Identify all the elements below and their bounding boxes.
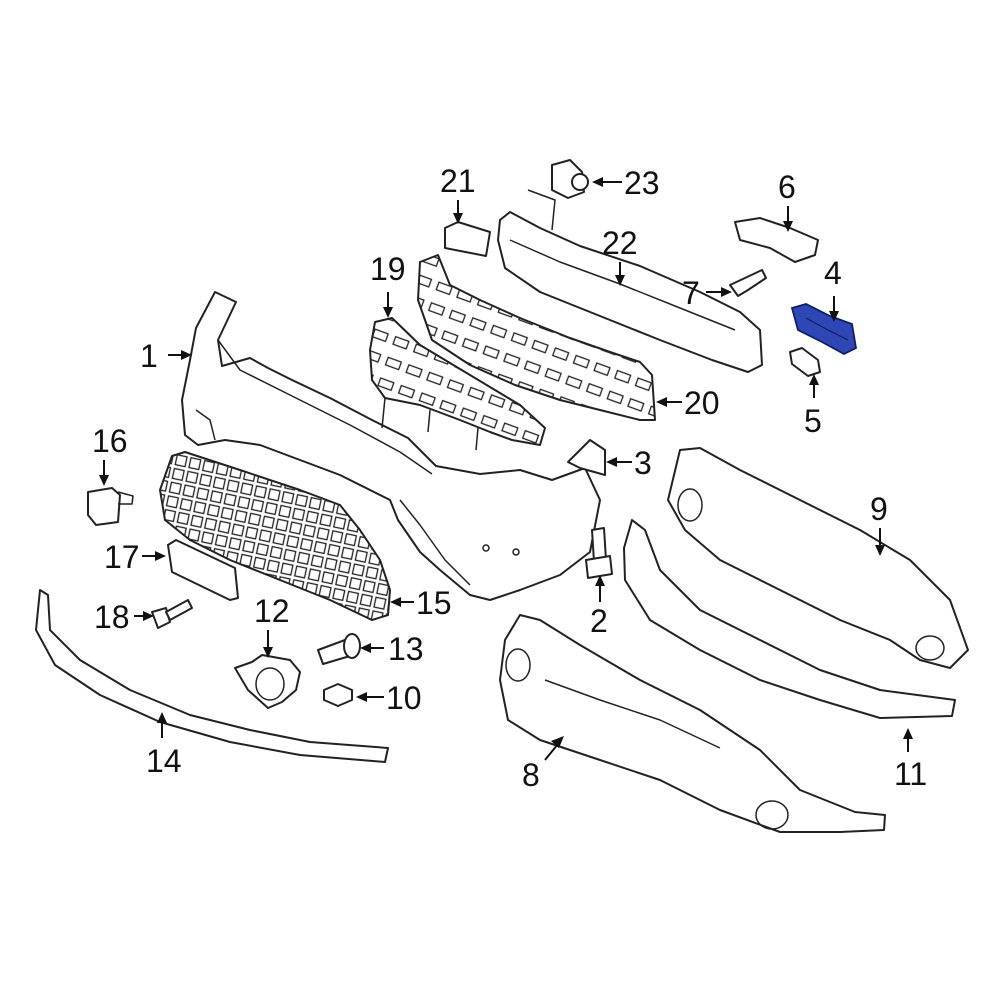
part-lower-trim-11[interactable] [623, 519, 956, 719]
callout-label-20: 20 [684, 385, 720, 421]
callout-label-6: 6 [778, 169, 796, 205]
part-nut-clip[interactable] [323, 683, 353, 707]
part-license-bracket[interactable] [167, 539, 239, 601]
part-bracket-6[interactable] [734, 217, 819, 263]
callout-label-14: 14 [146, 743, 182, 779]
callout-label-2: 2 [590, 603, 608, 639]
part-bolt-13[interactable] [317, 633, 361, 665]
part-bolt-7[interactable] [729, 269, 767, 297]
part-clip[interactable] [87, 487, 134, 526]
part-side-bracket-highlighted[interactable] [790, 303, 857, 356]
callout-label-19: 19 [370, 251, 406, 287]
part-lower-trim-strip[interactable] [35, 589, 389, 763]
part-bracket-21[interactable] [444, 221, 491, 257]
part-sensor[interactable] [551, 159, 589, 199]
callout-label-23: 23 [624, 165, 660, 201]
part-grille[interactable] [159, 451, 391, 621]
part-cap-3[interactable] [567, 439, 606, 476]
callouts: 1 2 3 4 5 6 7 8 9 10 [92, 163, 927, 793]
callout-label-11: 11 [894, 756, 927, 792]
callout-label-17: 17 [104, 539, 140, 575]
callout-label-1: 1 [140, 338, 158, 374]
callout-label-12: 12 [254, 593, 290, 629]
callout-label-18: 18 [94, 599, 130, 635]
part-bolt-5[interactable] [789, 347, 821, 377]
callout-label-3: 3 [634, 445, 652, 481]
callout-label-15: 15 [416, 585, 452, 621]
callout-label-22: 22 [602, 225, 638, 261]
part-lower-valance[interactable] [499, 614, 886, 833]
callout-label-5: 5 [804, 403, 822, 439]
part-bolt-2[interactable] [585, 527, 613, 579]
part-bumper-cover[interactable] [181, 291, 601, 601]
callout-label-9: 9 [870, 491, 888, 527]
callout-label-10: 10 [386, 680, 422, 716]
callout-label-21: 21 [440, 163, 476, 199]
part-lower-grille-trim-upper[interactable] [667, 447, 969, 669]
part-upper-support[interactable] [369, 317, 546, 451]
callout-label-13: 13 [388, 631, 424, 667]
callout-label-7: 7 [682, 275, 700, 311]
callout-label-16: 16 [92, 423, 128, 459]
part-screw-18[interactable] [151, 599, 193, 629]
callout-label-4: 4 [824, 255, 842, 291]
part-tow-cover[interactable] [234, 654, 301, 709]
part-energy-absorber[interactable] [417, 254, 656, 421]
callout-label-8: 8 [522, 757, 540, 793]
